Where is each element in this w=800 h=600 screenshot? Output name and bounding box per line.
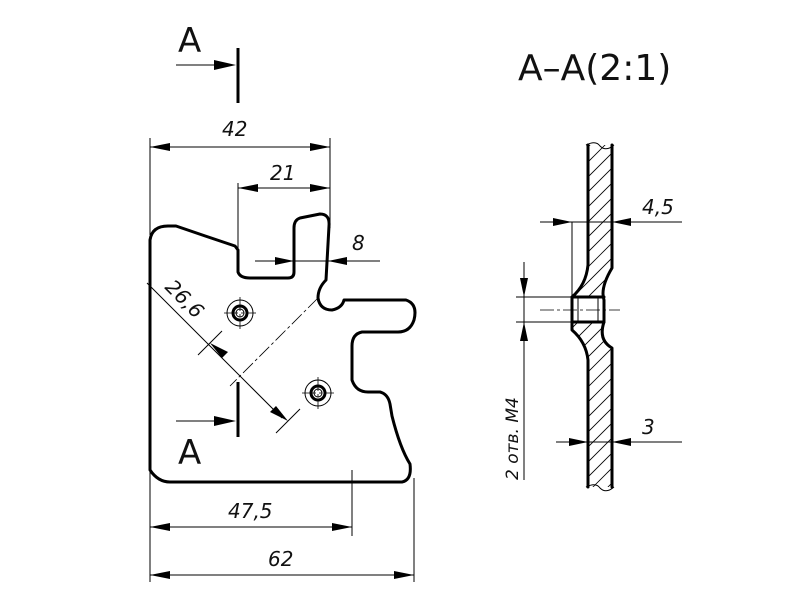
arrowhead-42-right bbox=[310, 143, 330, 151]
dim-text-26-6: 26,6 bbox=[160, 275, 208, 323]
dimension-62: 62 bbox=[150, 478, 415, 582]
dimension-8: 8 bbox=[255, 231, 380, 265]
section-trace-line bbox=[229, 297, 319, 387]
dimension-26-6: 26,6 bbox=[146, 275, 301, 434]
arrowhead-26-6-a bbox=[210, 343, 228, 358]
arrowhead-47-5-right bbox=[332, 523, 352, 531]
arrowhead-62-right bbox=[394, 571, 414, 579]
arrowhead-47-5-left bbox=[150, 523, 170, 531]
section-title: A–A(2:1) bbox=[518, 48, 671, 89]
arrowhead-21-left bbox=[238, 184, 258, 192]
arrowhead-8-right bbox=[328, 257, 347, 265]
hole-gap-fill bbox=[571, 297, 604, 322]
arrowhead-3-right bbox=[612, 438, 631, 446]
hole-note-text: 2 отв. М4 bbox=[503, 397, 523, 480]
arrowhead-21-right bbox=[310, 184, 330, 192]
arrowhead-8-left bbox=[275, 257, 294, 265]
arrowhead-hole-bottom bbox=[520, 322, 528, 341]
arrowhead-3-left bbox=[569, 438, 588, 446]
plate-outline bbox=[148, 212, 417, 484]
dim-text-42: 42 bbox=[222, 117, 247, 141]
dim-text-62: 62 bbox=[268, 547, 293, 571]
break-line-bottom bbox=[585, 484, 615, 492]
section-wall-right bbox=[600, 143, 614, 489]
arrowhead-26-6-b bbox=[270, 406, 288, 421]
arrowhead-4-5-left bbox=[553, 218, 572, 226]
section-view: 4,5 3 2 отв. М4 bbox=[503, 142, 682, 492]
dim-text-4-5: 4,5 bbox=[642, 195, 674, 219]
section-arrowhead-top bbox=[214, 60, 236, 70]
section-marker-top: A bbox=[176, 21, 240, 103]
arrowhead-hole-top bbox=[520, 278, 528, 297]
dim-line-26-6 bbox=[146, 282, 283, 419]
dimension-47-5: 47,5 bbox=[149, 470, 353, 582]
arrowhead-4-5-right bbox=[612, 218, 631, 226]
plate-main-view bbox=[148, 212, 417, 484]
break-line-top bbox=[585, 142, 615, 150]
dim-text-21: 21 bbox=[270, 161, 295, 185]
arrowhead-42-left bbox=[150, 143, 170, 151]
dimension-42: 42 bbox=[149, 117, 331, 235]
dimension-21: 21 bbox=[237, 161, 330, 248]
section-letter-top: A bbox=[178, 21, 201, 61]
dim-text-47-5: 47,5 bbox=[228, 499, 273, 523]
arrowhead-62-left bbox=[150, 571, 170, 579]
section-letter-bottom: A bbox=[178, 433, 201, 473]
dim-text-8: 8 bbox=[352, 231, 365, 255]
dim-text-3: 3 bbox=[642, 415, 655, 439]
section-wall-left bbox=[570, 143, 590, 489]
section-arrowhead-bottom bbox=[214, 416, 236, 426]
section-marker-bottom: A bbox=[176, 382, 240, 473]
